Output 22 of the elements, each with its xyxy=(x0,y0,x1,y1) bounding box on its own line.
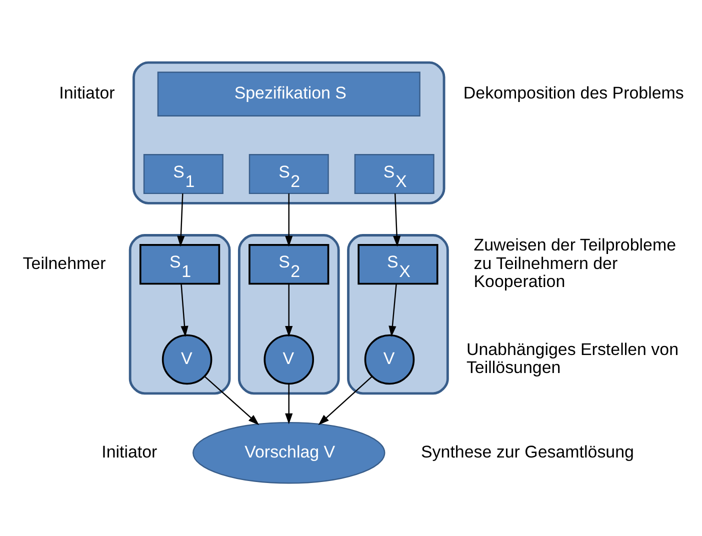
label: Initiator xyxy=(59,84,115,103)
node-circle: V xyxy=(264,334,314,385)
arrow xyxy=(180,284,188,337)
node-box: Spezifikation S xyxy=(157,72,420,116)
arrow xyxy=(388,284,397,337)
node-circle: V xyxy=(162,334,212,385)
arrow xyxy=(393,193,401,247)
label: Synthese zur Gesamtlösung xyxy=(421,442,634,462)
arrow xyxy=(285,284,293,337)
arrow xyxy=(204,376,260,426)
node-ellipse: Vorschlag V xyxy=(192,422,386,484)
label: Zuweisen der Teilprobleme zu Teilnehmern der Kooperation xyxy=(474,236,676,292)
arrow xyxy=(177,193,185,247)
cluster xyxy=(132,61,446,204)
arrow xyxy=(285,193,293,247)
arrow xyxy=(318,376,372,426)
label: Teilnehmer xyxy=(22,254,106,273)
node-circle: V xyxy=(364,334,415,385)
arrow xyxy=(285,384,293,424)
label: Unabhängiges Erstellen von Teillösungen xyxy=(466,340,679,378)
label: Initiator xyxy=(102,442,158,462)
label: Dekomposition des Problems xyxy=(463,84,684,103)
